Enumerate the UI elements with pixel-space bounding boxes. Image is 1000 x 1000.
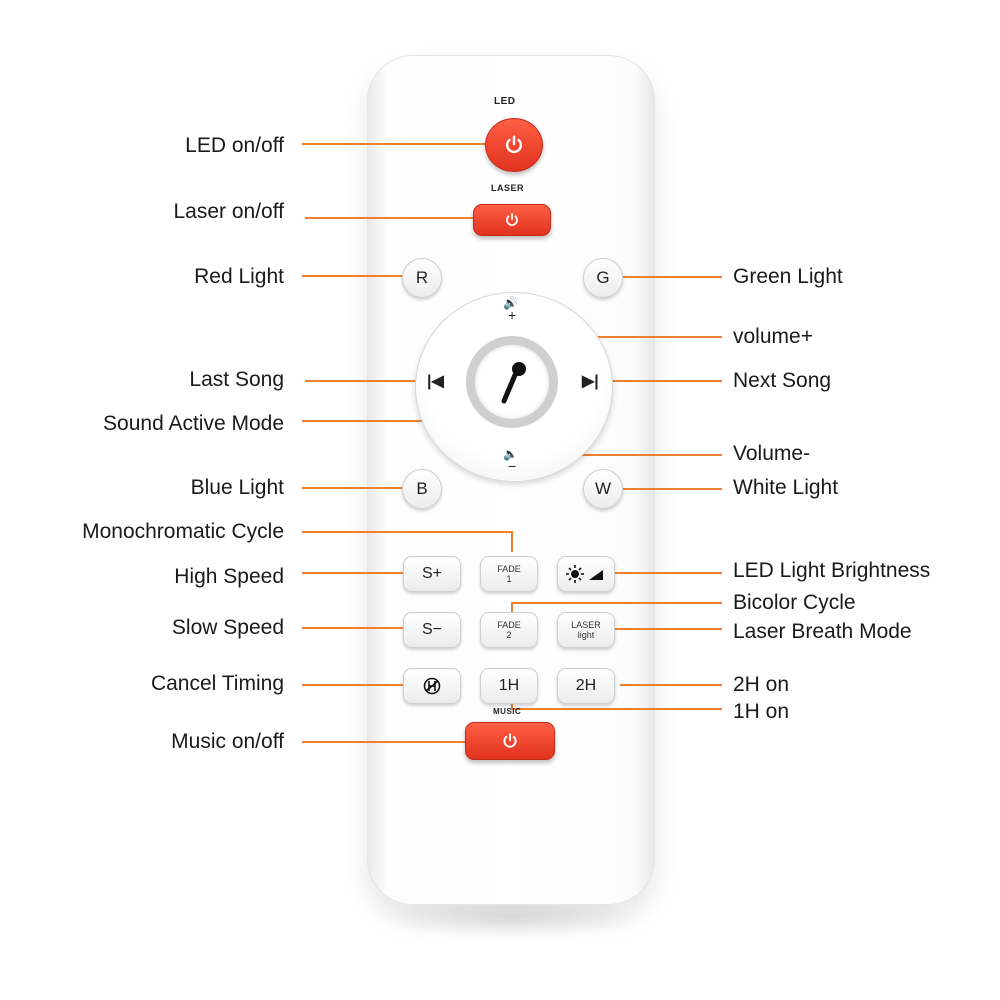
laser-light-label-bottom: light <box>577 630 595 640</box>
callout-green-light: Green Light <box>733 265 843 288</box>
sound-active-button[interactable] <box>466 336 558 428</box>
callout-volume-minus: Volume- <box>733 442 811 465</box>
line-1h <box>511 703 722 710</box>
1h-timer-button[interactable]: 1H <box>480 668 538 704</box>
power-icon <box>506 213 518 226</box>
callout-laser-on-off: Laser on/off <box>173 200 284 223</box>
previous-track-icon[interactable]: |◀ <box>427 373 444 390</box>
2h-timer-button[interactable]: 2H <box>557 668 615 704</box>
callout-red-light: Red Light <box>194 265 284 288</box>
blue-light-button[interactable]: B <box>402 469 442 509</box>
fade-1-label-top: FADE <box>497 564 521 574</box>
power-icon <box>503 733 517 748</box>
callout-laser-breath-mode: Laser Breath Mode <box>733 620 912 643</box>
callout-next-song: Next Song <box>733 369 832 392</box>
slow-speed-button[interactable]: S− <box>403 612 461 648</box>
callout-slow-speed: Slow Speed <box>171 616 284 639</box>
callout-last-song: Last Song <box>189 368 284 391</box>
callout-bicolor-cycle: Bicolor Cycle <box>733 591 856 614</box>
callout-led-brightness: LED Light Brightness <box>733 559 931 582</box>
laser-light-label-top: LASER <box>571 620 601 630</box>
callout-volume-plus: volume+ <box>733 325 813 348</box>
volume-up-button[interactable]: + <box>508 307 517 323</box>
laser-label: LASER <box>491 183 525 193</box>
microphone-icon <box>501 362 526 404</box>
brightness-icon <box>566 565 603 583</box>
white-light-button[interactable]: W <box>583 469 623 509</box>
fade-1-button[interactable]: FADE 1 <box>480 556 538 592</box>
callout-cancel-timing: Cancel Timing <box>150 672 284 695</box>
fade-2-label-bottom: 2 <box>506 630 512 640</box>
brightness-button[interactable] <box>557 556 615 592</box>
callout-music-on-off: Music on/off <box>171 730 284 753</box>
callout-1h-on: 1H on <box>733 700 790 723</box>
callout-monochromatic-cycle: Monochromatic Cycle <box>82 520 284 543</box>
high-speed-button[interactable]: S+ <box>403 556 461 592</box>
callout-sound-active-mode: Sound Active Mode <box>103 412 284 435</box>
laser-power-button[interactable] <box>473 204 551 236</box>
callout-blue-light: Blue Light <box>190 476 284 499</box>
fade-2-button[interactable]: FADE 2 <box>480 612 538 648</box>
fade-1-label-bottom: 1 <box>506 574 512 584</box>
callout-led-on-off: LED on/off <box>185 134 284 157</box>
music-label: MUSIC <box>493 707 522 716</box>
cancel-timing-button[interactable] <box>403 668 461 704</box>
volume-down-button[interactable]: − <box>508 458 517 474</box>
cancel-timer-icon <box>423 677 441 695</box>
laser-light-button[interactable]: LASER light <box>557 612 615 648</box>
speaker-icon: 🔊 <box>503 296 518 310</box>
green-light-button[interactable]: G <box>583 258 623 298</box>
next-track-icon[interactable]: ▶| <box>582 373 599 390</box>
speaker-icon: 🔈 <box>503 447 518 461</box>
line-mono-cycle <box>302 531 513 552</box>
power-icon <box>505 135 523 154</box>
fade-2-label-top: FADE <box>497 620 521 630</box>
led-label: LED <box>494 96 516 107</box>
callout-high-speed: High Speed <box>174 565 284 588</box>
led-power-button[interactable] <box>485 118 543 172</box>
callout-white-light: White Light <box>733 476 839 499</box>
music-power-button[interactable] <box>465 722 555 760</box>
line-bicolor <box>511 602 722 615</box>
red-light-button[interactable]: R <box>402 258 442 298</box>
callout-2h-on: 2H on <box>733 673 790 696</box>
